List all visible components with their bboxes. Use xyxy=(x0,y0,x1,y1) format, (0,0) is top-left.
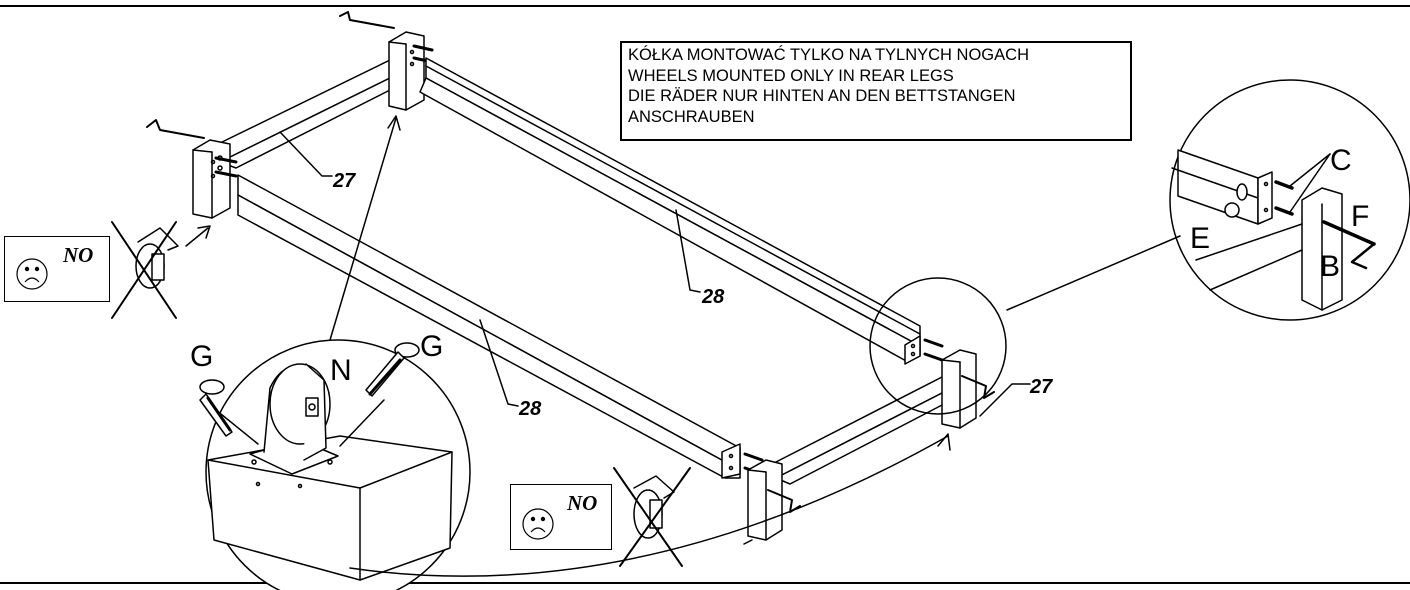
note-line-pl: KÓŁKA MONTOWAĆ TYLKO NA TYLNYCH NOGACH xyxy=(628,46,1029,64)
no-warning-box-bottom: NO xyxy=(510,484,612,550)
rail-28-front xyxy=(237,174,741,479)
detail-circle-wheel xyxy=(199,339,471,590)
crossed-wheel-bottom xyxy=(613,467,691,567)
rail-27-right xyxy=(775,375,945,485)
detail-connector-joint xyxy=(1006,235,1181,311)
part-label-28-back: 28 xyxy=(702,286,725,308)
leg-back-left xyxy=(388,31,425,111)
leader-27-left xyxy=(279,131,333,177)
sad-face-icon xyxy=(522,508,554,540)
letter-e: E xyxy=(1190,222,1211,255)
allen-key-left xyxy=(146,119,205,139)
leg-front-left xyxy=(192,139,231,219)
leader-arc-bottom xyxy=(349,435,949,577)
letter-g-right: G xyxy=(420,330,444,363)
leader-27-right xyxy=(979,383,1031,417)
rail-28-back xyxy=(419,57,921,365)
leader-wheel-to-back-left xyxy=(329,117,397,341)
leader-to-front-right xyxy=(743,539,753,545)
letter-g-left: G xyxy=(190,340,214,373)
letter-f: F xyxy=(1351,200,1370,233)
screw-g-right xyxy=(365,342,420,397)
screw-g-left xyxy=(199,379,233,437)
leg-front-right xyxy=(747,459,783,541)
leg-back-right xyxy=(941,349,977,429)
no-label-left: NO xyxy=(63,243,94,267)
no-label-bottom: NO xyxy=(567,491,598,515)
detail-circle-joint xyxy=(1169,79,1410,321)
allen-key-top xyxy=(339,11,395,29)
note-line-en: WHEELS MOUNTED ONLY IN REAR LEGS xyxy=(628,66,954,85)
note-line-de: DIE RÄDER NUR HINTEN AN DEN BETTSTANGEN xyxy=(628,87,1016,105)
sad-face-icon xyxy=(16,258,48,290)
screw-pair-rail-back-end xyxy=(923,338,944,362)
leader-28-back xyxy=(675,209,701,293)
top-marker xyxy=(660,0,720,7)
letter-c: C xyxy=(1330,144,1352,177)
allen-key-back-right xyxy=(961,375,995,399)
zoom-circle-rail-end xyxy=(869,277,1007,415)
leader-wheel-to-front-left xyxy=(185,227,209,247)
arrowhead-back-right xyxy=(937,433,951,451)
no-warning-box-left: NO xyxy=(4,236,110,302)
letter-n: N xyxy=(330,354,352,387)
part-label-27-right: 27 xyxy=(1030,376,1053,398)
note-line-de-2: ANSCHRAUBEN xyxy=(628,107,755,126)
screw-pair-front-left xyxy=(214,156,238,178)
part-label-27-left: 27 xyxy=(333,170,356,192)
arrowhead-back-left xyxy=(387,115,401,131)
leader-28-front xyxy=(479,319,519,407)
part-label-28-front: 28 xyxy=(519,398,542,420)
letter-b: B xyxy=(1320,250,1341,283)
instruction-note: KÓŁKA MONTOWAĆ TYLKO NA TYLNYCH NOGACH W… xyxy=(620,41,1132,141)
crossed-wheel-left xyxy=(111,221,179,319)
arrowhead-front-left xyxy=(197,225,211,239)
